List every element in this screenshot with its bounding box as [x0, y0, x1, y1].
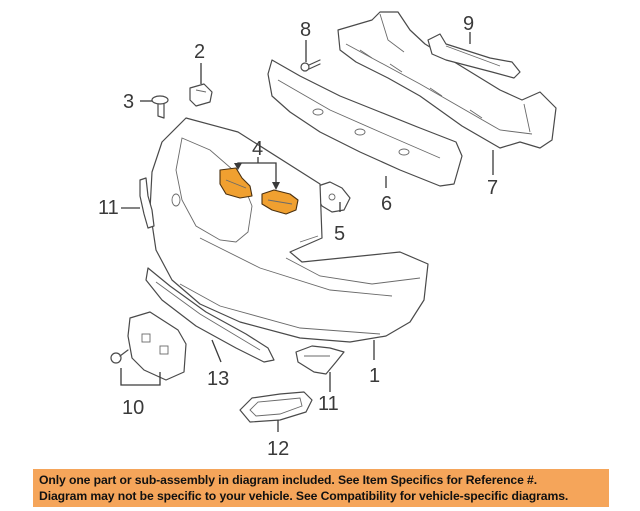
disclaimer-banner: Only one part or sub-assembly in diagram… [33, 469, 609, 507]
callout-4: 4 [252, 138, 263, 160]
callout-8: 8 [300, 19, 311, 41]
lower-grille [145, 267, 275, 363]
leader-lines [120, 32, 494, 432]
reinforcement-beam [337, 11, 557, 149]
bracket-part-9 [427, 33, 521, 79]
callout-3: 3 [123, 91, 134, 113]
clip-part-2 [189, 83, 213, 107]
fog-lamp-bracket [295, 345, 345, 375]
disclaimer-line-2: Diagram may not be specific to your vehi… [39, 489, 569, 503]
callout-10: 10 [122, 397, 144, 419]
disclaimer-line-1: Only one part or sub-assembly in diagram… [39, 473, 538, 487]
callout-9: 9 [463, 13, 474, 35]
energy-absorber [267, 59, 463, 187]
callout-7: 7 [487, 177, 498, 199]
highlighted-bracket-right [261, 189, 299, 215]
callout-13: 13 [207, 368, 229, 390]
callout-11-left: 11 [98, 197, 119, 219]
callout-11-right: 11 [318, 393, 339, 415]
license-plate-bracket [127, 311, 187, 381]
callout-12: 12 [267, 438, 289, 460]
screw-part-10 [110, 349, 129, 364]
callout-1: 1 [369, 365, 380, 387]
callout-labels: 1 2 3 4 5 6 7 8 9 10 11 11 12 13 [98, 13, 498, 460]
callout-6: 6 [381, 193, 392, 215]
highlighted-bracket-left [219, 167, 253, 199]
callout-2: 2 [194, 41, 205, 63]
side-bracket-part-11-left [139, 177, 155, 229]
callout-5: 5 [334, 223, 345, 245]
push-pin-part-3 [151, 95, 169, 119]
bolt-part-8 [300, 59, 321, 72]
fog-lamp-bezel [239, 391, 313, 423]
